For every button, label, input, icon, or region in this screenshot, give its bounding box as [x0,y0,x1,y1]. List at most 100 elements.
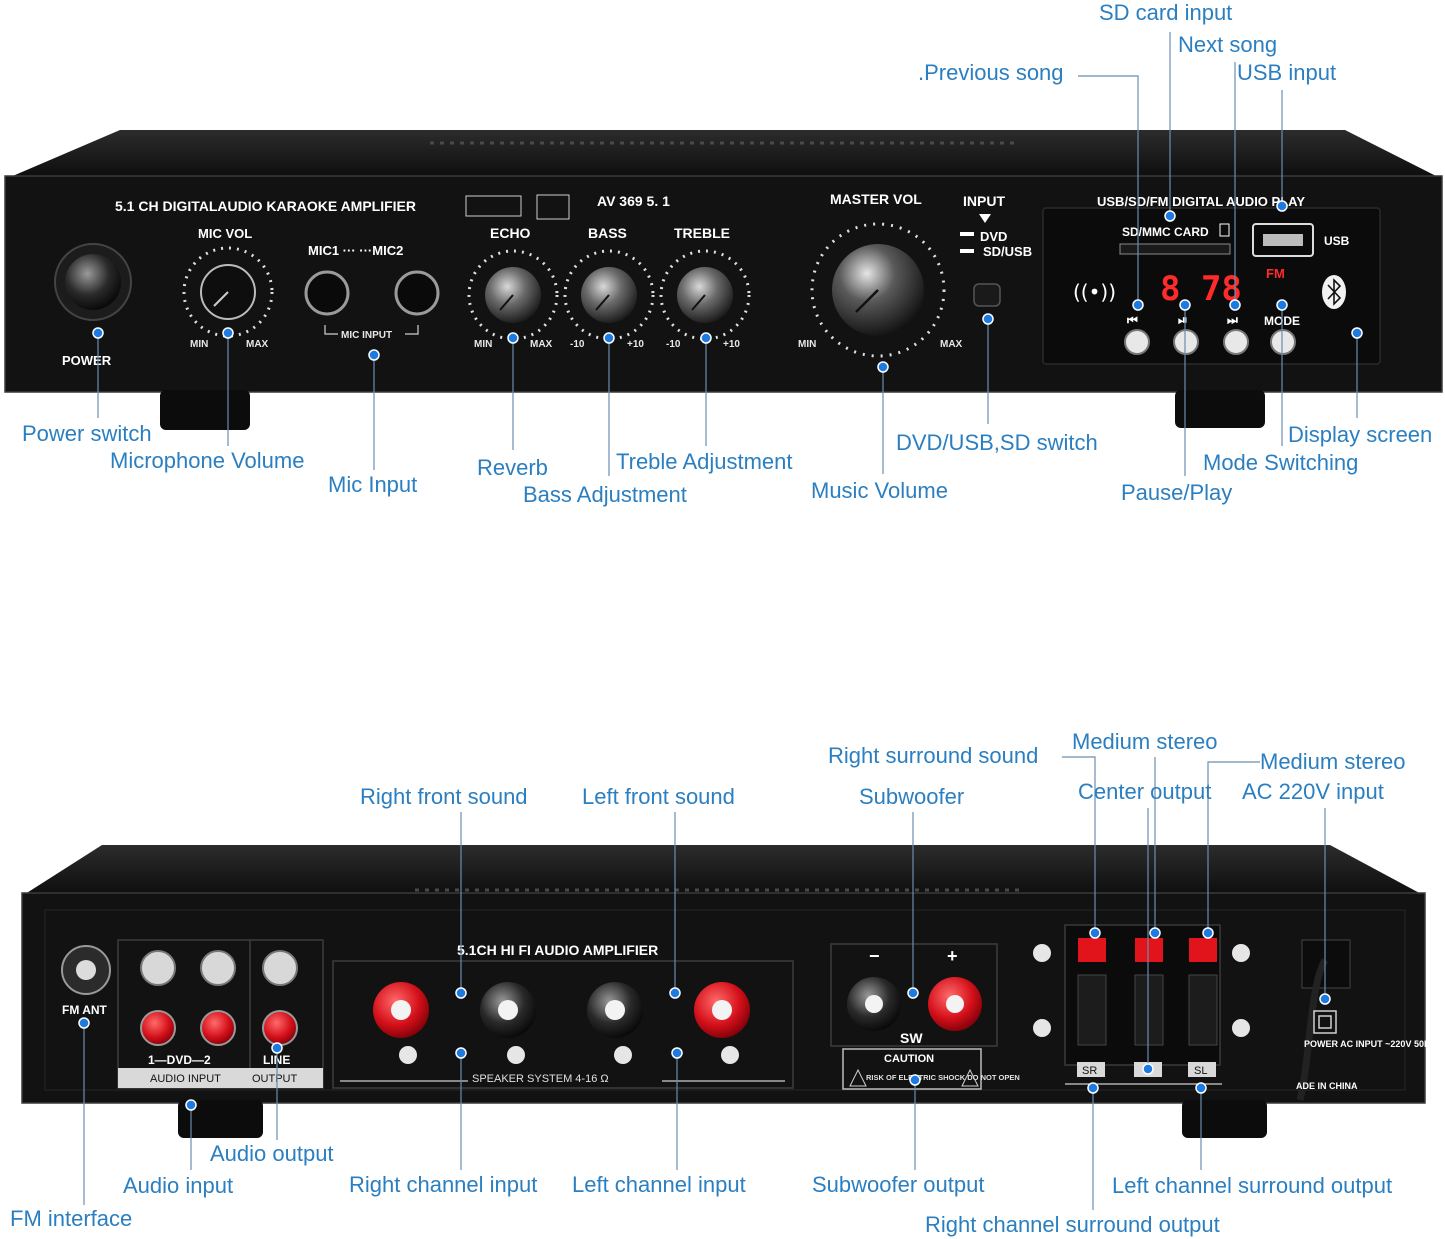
mic1-jack[interactable] [304,270,350,316]
dvd1-right-rca[interactable] [140,1010,176,1046]
dvd2-left-rca[interactable] [200,950,236,986]
echo-text: ECHO [490,225,531,241]
sr-body [1077,974,1107,1046]
input-text: INPUT [963,193,1005,209]
input-switch-button[interactable] [973,283,1001,307]
front-foot-right [1175,390,1265,428]
sw-plus-icon: + [947,946,958,966]
plus-icon [1033,944,1051,962]
label-center-output: Center output [1078,779,1211,804]
subwoofer-block [830,943,998,1047]
sl-text: SL [1194,1065,1207,1077]
label-previous-song: .Previous song [918,60,1064,85]
minus-icon [1232,1019,1250,1037]
label-next-song: Next song [1178,32,1277,57]
power-button[interactable] [65,254,121,310]
center-body [1134,974,1164,1046]
double-insulation-icon [1313,1010,1337,1034]
label-subwoofer-output: Subwoofer output [812,1172,984,1197]
master-vol-text: MASTER VOL [830,191,922,207]
leader-lines [83,32,1358,1210]
terminal-hole-4 [712,1000,732,1020]
sw-hole-2 [946,995,964,1013]
output-text: OUTPUT [252,1073,298,1085]
label-right-front-sound: Right front sound [360,784,528,809]
fm-ant-core [76,960,96,980]
previous-button[interactable] [1124,329,1150,355]
sw-text: SW [900,1030,923,1046]
label-dvd-usb-sd-switch: DVD/USB,SD switch [896,430,1098,455]
sr-clip[interactable] [1078,938,1106,962]
label-display-screen: Display screen [1288,422,1432,447]
audio-input-text: AUDIO INPUT [150,1073,221,1085]
led-display: 8 78 [1160,269,1242,309]
treble-minus: -10 [666,339,681,350]
terminal-hole-3 [605,1000,625,1020]
bass-knob[interactable] [563,249,655,341]
label-right-channel-input: Right channel input [349,1172,537,1197]
card-slot-text: SD/MMC CARD [1122,225,1209,239]
mic2-jack[interactable] [394,270,440,316]
plus-icon [721,1046,739,1064]
minus-icon [614,1046,632,1064]
mic-vol-knob[interactable] [182,246,274,338]
mic-pair-text: MIC1 ··· ···MIC2 [308,243,403,258]
line-right-rca[interactable] [262,1010,298,1046]
next-button[interactable] [1223,329,1249,355]
sl-body [1188,974,1218,1046]
dvd2-right-rca[interactable] [200,1010,236,1046]
label-right-channel-surround-output: Right channel surround output [925,1212,1220,1237]
sdusb-indicator-icon [960,249,974,253]
pause-play-button[interactable] [1173,329,1199,355]
line-left-rca[interactable] [262,950,298,986]
center-clip[interactable] [1135,938,1163,962]
front-model-title: 5.1 CH DIGITALAUDIO KARAOKE AMPLIFIER [115,198,416,214]
label-left-front-sound: Left front sound [582,784,735,809]
label-mic-input: Mic Input [328,472,417,497]
treble-text: TREBLE [674,225,730,241]
usb-port-inner [1263,234,1303,246]
label-subwoofer: Subwoofer [859,784,964,809]
echo-max: MAX [530,339,553,350]
label-reverb: Reverb [477,455,548,480]
terminal-hole-1 [391,1000,411,1020]
bluetooth-icon [1322,275,1346,309]
echo-min: MIN [474,339,492,350]
mode-button[interactable] [1270,329,1296,355]
label-pause-play: Pause/Play [1121,480,1232,505]
label-ac-220v-input: AC 220V input [1242,779,1384,804]
fm-ant-text: FM ANT [62,1003,108,1017]
dvd-indicator-icon [960,232,974,236]
dvd1-left-rca[interactable] [140,950,176,986]
audio-label-strip [118,1068,323,1088]
echo-knob[interactable] [467,249,559,341]
master-vol-knob[interactable] [810,222,946,358]
rear-model-title: 5.1CH HI FI AUDIO AMPLIFIER [457,942,658,958]
fm-indicator: FM [1266,266,1285,281]
label-left-channel-surround-output: Left channel surround output [1112,1173,1392,1198]
mic-vol-min: MIN [190,339,208,350]
sl-clip[interactable] [1189,938,1217,962]
treble-knob[interactable] [659,249,751,341]
label-treble-adjustment: Treble Adjustment [616,449,793,474]
label-mode-switching: Mode Switching [1203,450,1358,475]
label-audio-output: Audio output [210,1141,334,1166]
power-cord [1296,958,1329,1101]
sw-minus-icon: − [869,946,880,966]
warning-icon [961,1068,979,1087]
karaoke-logo [465,195,522,217]
mic-vol-text: MIC VOL [198,226,252,241]
front-foot-left [160,390,250,430]
double-insulation-inner [1318,1015,1332,1029]
front-model-number: AV 369 5. 1 [597,193,670,209]
treble-plus: +10 [723,339,740,350]
label-medium-stereo-2: Medium stereo [1260,749,1406,774]
sd-card-icon [1219,223,1230,237]
label-microphone-volume: Microphone Volume [110,448,304,473]
rear-foot-left [178,1100,263,1138]
label-audio-input: Audio input [123,1173,233,1198]
sd-card-slot[interactable] [1119,243,1231,255]
sr-text: SR [1082,1065,1097,1077]
terminal-hole-2 [498,1000,518,1020]
